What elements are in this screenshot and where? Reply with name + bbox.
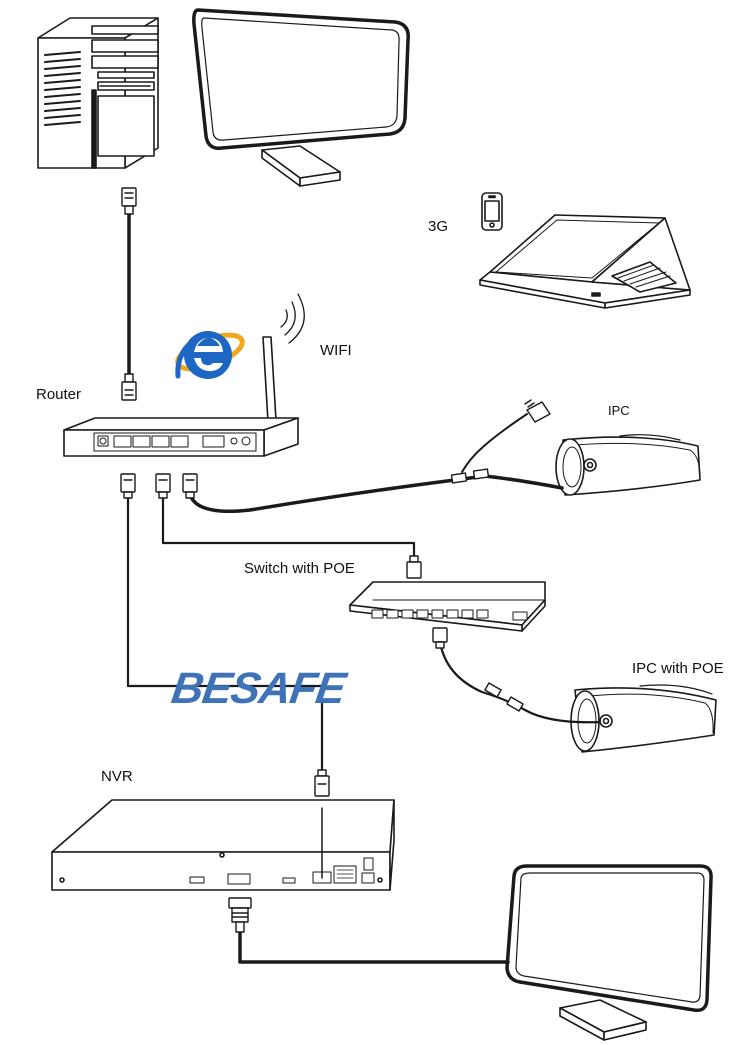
internet-explorer-icon (175, 331, 245, 379)
desktop-tower-icon (37, 17, 159, 169)
ipc-poe-label: IPC with POE (632, 660, 724, 677)
rj45-connector-icon (314, 769, 330, 797)
power-adapter-icon (524, 399, 551, 423)
rj45-connector-icon (121, 187, 137, 215)
router-icon (63, 336, 299, 457)
bullet-camera-icon (570, 684, 717, 753)
monitor-icon (192, 8, 410, 187)
ipc-label: IPC (608, 403, 630, 418)
brand-watermark: BESAFE (168, 664, 348, 713)
rj45-connector-icon (406, 555, 422, 579)
ethernet-cables (126, 210, 602, 964)
wifi-label: WIFI (320, 342, 352, 359)
smartphone-icon (481, 192, 503, 231)
nvr-label: NVR (101, 768, 133, 785)
switch-poe-label: Switch with POE (244, 560, 355, 577)
bullet-camera-icon (555, 434, 701, 496)
poe-switch-icon (349, 581, 546, 632)
monitor-icon (505, 864, 713, 1041)
rj45-connector-icon (121, 373, 137, 401)
mobile-3g-label: 3G (428, 218, 449, 235)
rj45-connector-icon (120, 473, 136, 499)
rj45-connector-icon (182, 473, 198, 499)
rj45-connector-icon (155, 473, 171, 499)
laptop-icon (479, 214, 691, 309)
rj45-connector-icon (432, 627, 448, 649)
nvr-recorder-icon (51, 799, 395, 891)
cable-splitter (450, 468, 524, 712)
vga-connector-icon (228, 897, 252, 933)
wifi-signal-icon (280, 293, 305, 344)
router-label: Router (36, 386, 82, 403)
